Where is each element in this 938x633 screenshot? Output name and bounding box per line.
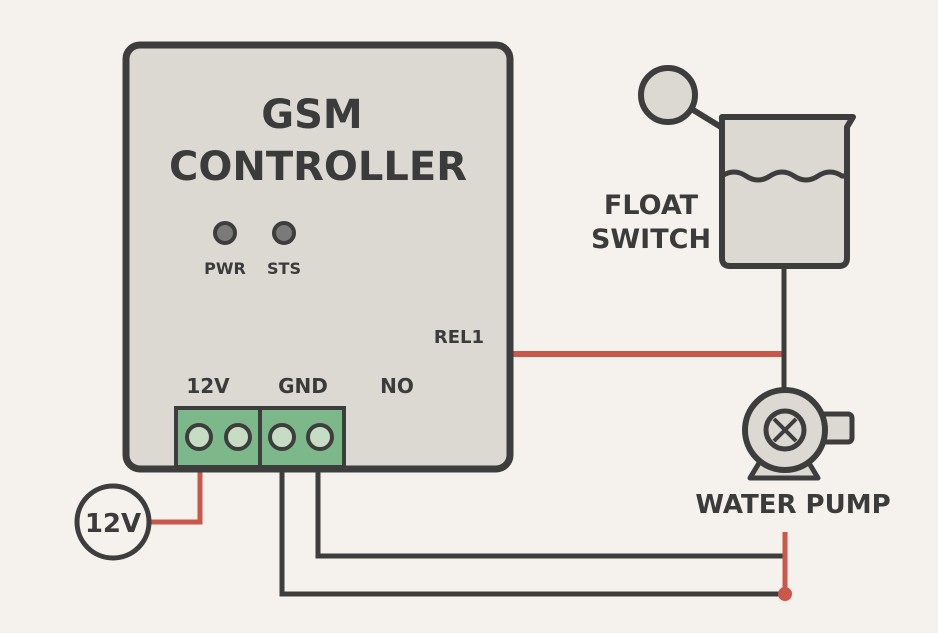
sts-led [272, 221, 296, 245]
controller-title-line2: CONTROLLER [169, 144, 467, 190]
float-switch-label-line2: SWITCH [591, 224, 711, 255]
water-surface [720, 169, 847, 183]
terminal-label-12v: 12V [186, 374, 230, 398]
terminal-screw [306, 423, 334, 451]
terminal-screw [185, 423, 213, 451]
power-source: 12V [74, 483, 152, 561]
power-wire [150, 468, 203, 525]
relay-label: REL1 [434, 327, 484, 348]
float-switch-label-line1: FLOAT [604, 190, 699, 221]
power-source-label: 12V [85, 509, 141, 539]
gnd-wire-2 [279, 470, 784, 597]
tank-body [719, 114, 856, 269]
impeller-cross [772, 417, 798, 443]
water-pump: WATER PUMP [695, 387, 891, 520]
pwr-led [213, 221, 237, 245]
sts-label: STS [267, 259, 301, 278]
terminal-label-gnd: GND [278, 374, 328, 398]
water-pump-label: WATER PUMP [695, 490, 890, 520]
gsm-controller: GSM CONTROLLER PWR STS REL1 12V GND NO [122, 41, 514, 473]
float-ball [638, 65, 698, 125]
pwr-label: PWR [204, 259, 246, 278]
power-source-circle [74, 483, 152, 561]
terminal-screw [224, 423, 252, 451]
terminal-label-no: NO [380, 374, 414, 398]
terminal-screw [268, 423, 296, 451]
controller-title-line1: GSM [261, 92, 362, 138]
junction-dot [778, 587, 792, 601]
float-switch: FLOAT SWITCH [591, 65, 856, 269]
gnd-wire-1 [315, 470, 784, 559]
wires [150, 266, 792, 601]
